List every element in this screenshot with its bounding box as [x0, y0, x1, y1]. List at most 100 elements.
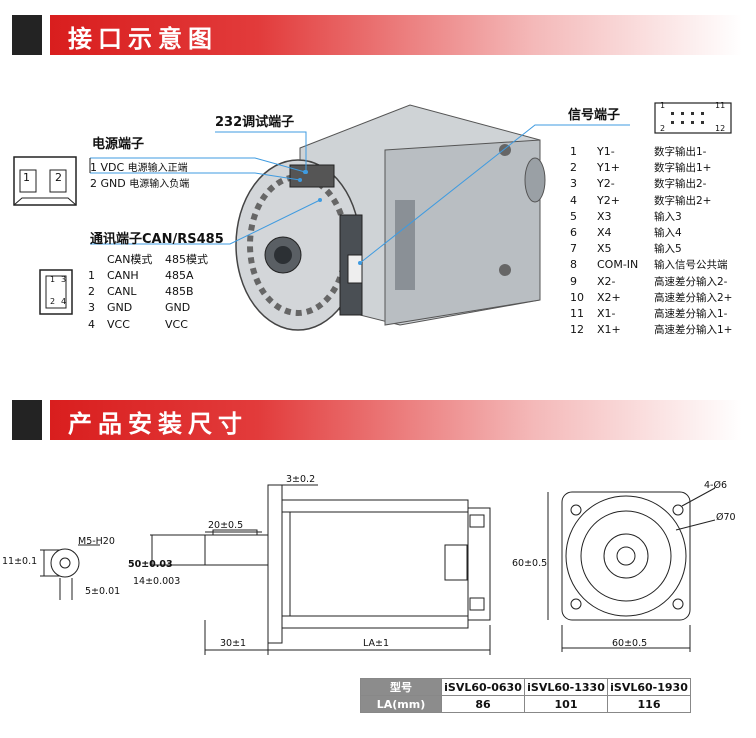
signal-conn-label-12: 12 — [715, 124, 726, 133]
signal-pin: 8 — [570, 258, 577, 272]
signal-pin: 9 — [570, 274, 577, 288]
comm-conn-label-3: 3 — [61, 275, 67, 284]
spec-la-value: 101 — [524, 695, 608, 713]
dim-shaft-11: 11±0.1 — [2, 556, 38, 567]
signal-name: X4 — [597, 225, 612, 239]
spec-model: iSVL60-1930 — [607, 678, 691, 696]
dim-circle: Ø70 — [716, 512, 736, 523]
signal-name: Y1- — [597, 145, 615, 158]
signal-pin: 10 — [570, 290, 584, 304]
comm-pin: 1 — [88, 269, 95, 282]
signal-name: X2- — [597, 274, 616, 288]
signal-pin: 5 — [570, 209, 577, 223]
signal-desc: 高速差分输入1+ — [654, 324, 733, 337]
section-banner-dimensions: 产品安装尺寸 — [12, 400, 742, 440]
signal-connector-icon — [654, 102, 732, 134]
dim-height-60: 60±0.5 — [512, 558, 548, 569]
signal-pin: 6 — [570, 225, 577, 239]
power-pin-1-label: 1 — [23, 171, 30, 184]
signal-desc: 高速差分输入2+ — [654, 291, 733, 304]
spec-model: iSVL60-1330 — [524, 678, 608, 696]
debug-heading: 232调试端子 — [215, 115, 295, 130]
dim-shaft-thread: M5-H20 — [78, 536, 115, 547]
comm-can-column: CANH CANL GND VCC — [107, 268, 139, 333]
dim-width-60: 60±0.5 — [612, 638, 648, 649]
banner-block — [12, 15, 42, 55]
signal-name: Y1+ — [597, 161, 620, 175]
power-desc: 电源输入正端 — [127, 163, 188, 174]
dim-3: 3±0.2 — [286, 474, 316, 485]
signal-pin: 2 — [570, 161, 577, 175]
comm-can-value: VCC — [107, 317, 130, 331]
comm-pin: 4 — [88, 317, 95, 331]
spec-la-value: 116 — [607, 695, 691, 713]
signal-conn-label-11: 11 — [715, 101, 726, 110]
power-connector-icon — [13, 156, 77, 206]
signal-name-column: Y1- Y1+ Y2- Y2+ X3 X4 X5 COM-IN X2- X2+ … — [597, 144, 638, 338]
section-title: 接口示意图 — [68, 25, 218, 53]
side-view-drawing — [150, 484, 491, 655]
signal-desc: 数字输出1- — [654, 146, 707, 158]
banner-bar — [50, 15, 742, 55]
signal-name: X3 — [597, 209, 612, 223]
signal-conn-label-1: 1 — [660, 101, 666, 110]
signal-pin: 7 — [570, 242, 577, 256]
signal-pin-column: 1 2 3 4 5 6 7 8 9 10 11 12 — [570, 144, 584, 338]
dim-la: LA±1 — [363, 638, 390, 649]
signal-name: COM-IN — [597, 258, 639, 272]
comm-pin-column: 1 2 3 4 — [88, 268, 95, 333]
signal-pin: 12 — [570, 323, 584, 337]
signal-name: X5 — [597, 242, 612, 256]
spec-model: iSVL60-0630 — [441, 678, 525, 696]
signal-desc: 高速差分输入1- — [654, 307, 728, 320]
dim-shaft-5: 5±0.01 — [85, 586, 121, 597]
shaft-section-drawing — [40, 544, 100, 600]
signal-desc: 输入信号公共端 — [654, 259, 728, 272]
power-desc: 电源输入负端 — [129, 179, 190, 190]
comm-col-485: 485模式 — [165, 253, 208, 266]
spec-row-label: LA(mm) — [360, 695, 442, 713]
power-row-1: 1 VDC 电源输入正端 — [90, 160, 188, 177]
comm-485-value: 485A — [165, 269, 194, 282]
spec-header-label: 型号 — [360, 678, 442, 696]
comm-485-value: 485B — [165, 285, 194, 299]
banner-block — [12, 400, 42, 440]
signal-desc: 数字输出2- — [654, 178, 707, 191]
signal-desc: 输入4 — [654, 226, 682, 239]
power-pin: 2 GND — [90, 177, 126, 190]
signal-desc: 高速差分输入2- — [654, 275, 728, 288]
comm-485-value: VCC — [165, 317, 188, 331]
signal-pin: 1 — [570, 145, 577, 158]
signal-conn-label-2: 2 — [660, 124, 666, 133]
signal-desc: 数字输出2+ — [654, 194, 712, 207]
power-heading: 电源端子 — [92, 137, 145, 152]
spec-la-value: 86 — [441, 695, 525, 713]
comm-conn-label-2: 2 — [50, 297, 56, 306]
comm-conn-label-4: 4 — [61, 297, 67, 306]
section-banner-interface: 接口示意图 — [12, 15, 742, 55]
signal-desc: 数字输出1+ — [654, 162, 712, 175]
comm-can-value: CANL — [107, 285, 137, 299]
signal-name: Y2- — [597, 177, 615, 191]
comm-col-can: CAN模式 — [107, 253, 153, 266]
dim-20: 20±0.5 — [208, 520, 244, 531]
power-pin: 1 VDC — [90, 161, 125, 174]
signal-desc: 输入5 — [654, 243, 682, 256]
signal-name: X1+ — [597, 323, 621, 337]
comm-conn-label-1: 1 — [50, 275, 56, 284]
signal-heading: 信号端子 — [568, 108, 621, 123]
comm-485-value: GND — [165, 301, 191, 315]
comm-can-value: GND — [107, 301, 133, 315]
spec-table: 型号 iSVL60-0630 iSVL60-1330 iSVL60-1930 L… — [360, 678, 691, 713]
signal-pin: 3 — [570, 177, 577, 191]
power-pin-2-label: 2 — [55, 171, 62, 184]
dim-holes: 4-Ø6 — [704, 480, 727, 491]
signal-pin: 11 — [570, 306, 584, 320]
signal-name: X1- — [597, 306, 616, 320]
comm-485-column: 485A 485B GND VCC — [165, 268, 194, 333]
front-view-drawing — [547, 487, 716, 652]
spec-header-row: 型号 iSVL60-0630 iSVL60-1330 iSVL60-1930 — [360, 678, 691, 696]
comm-heading: 通讯端子CAN/RS485 — [90, 232, 224, 247]
signal-desc-column: 数字输出1- 数字输出1+ 数字输出2- 数字输出2+ 输入3 输入4 输入5 … — [654, 144, 732, 338]
